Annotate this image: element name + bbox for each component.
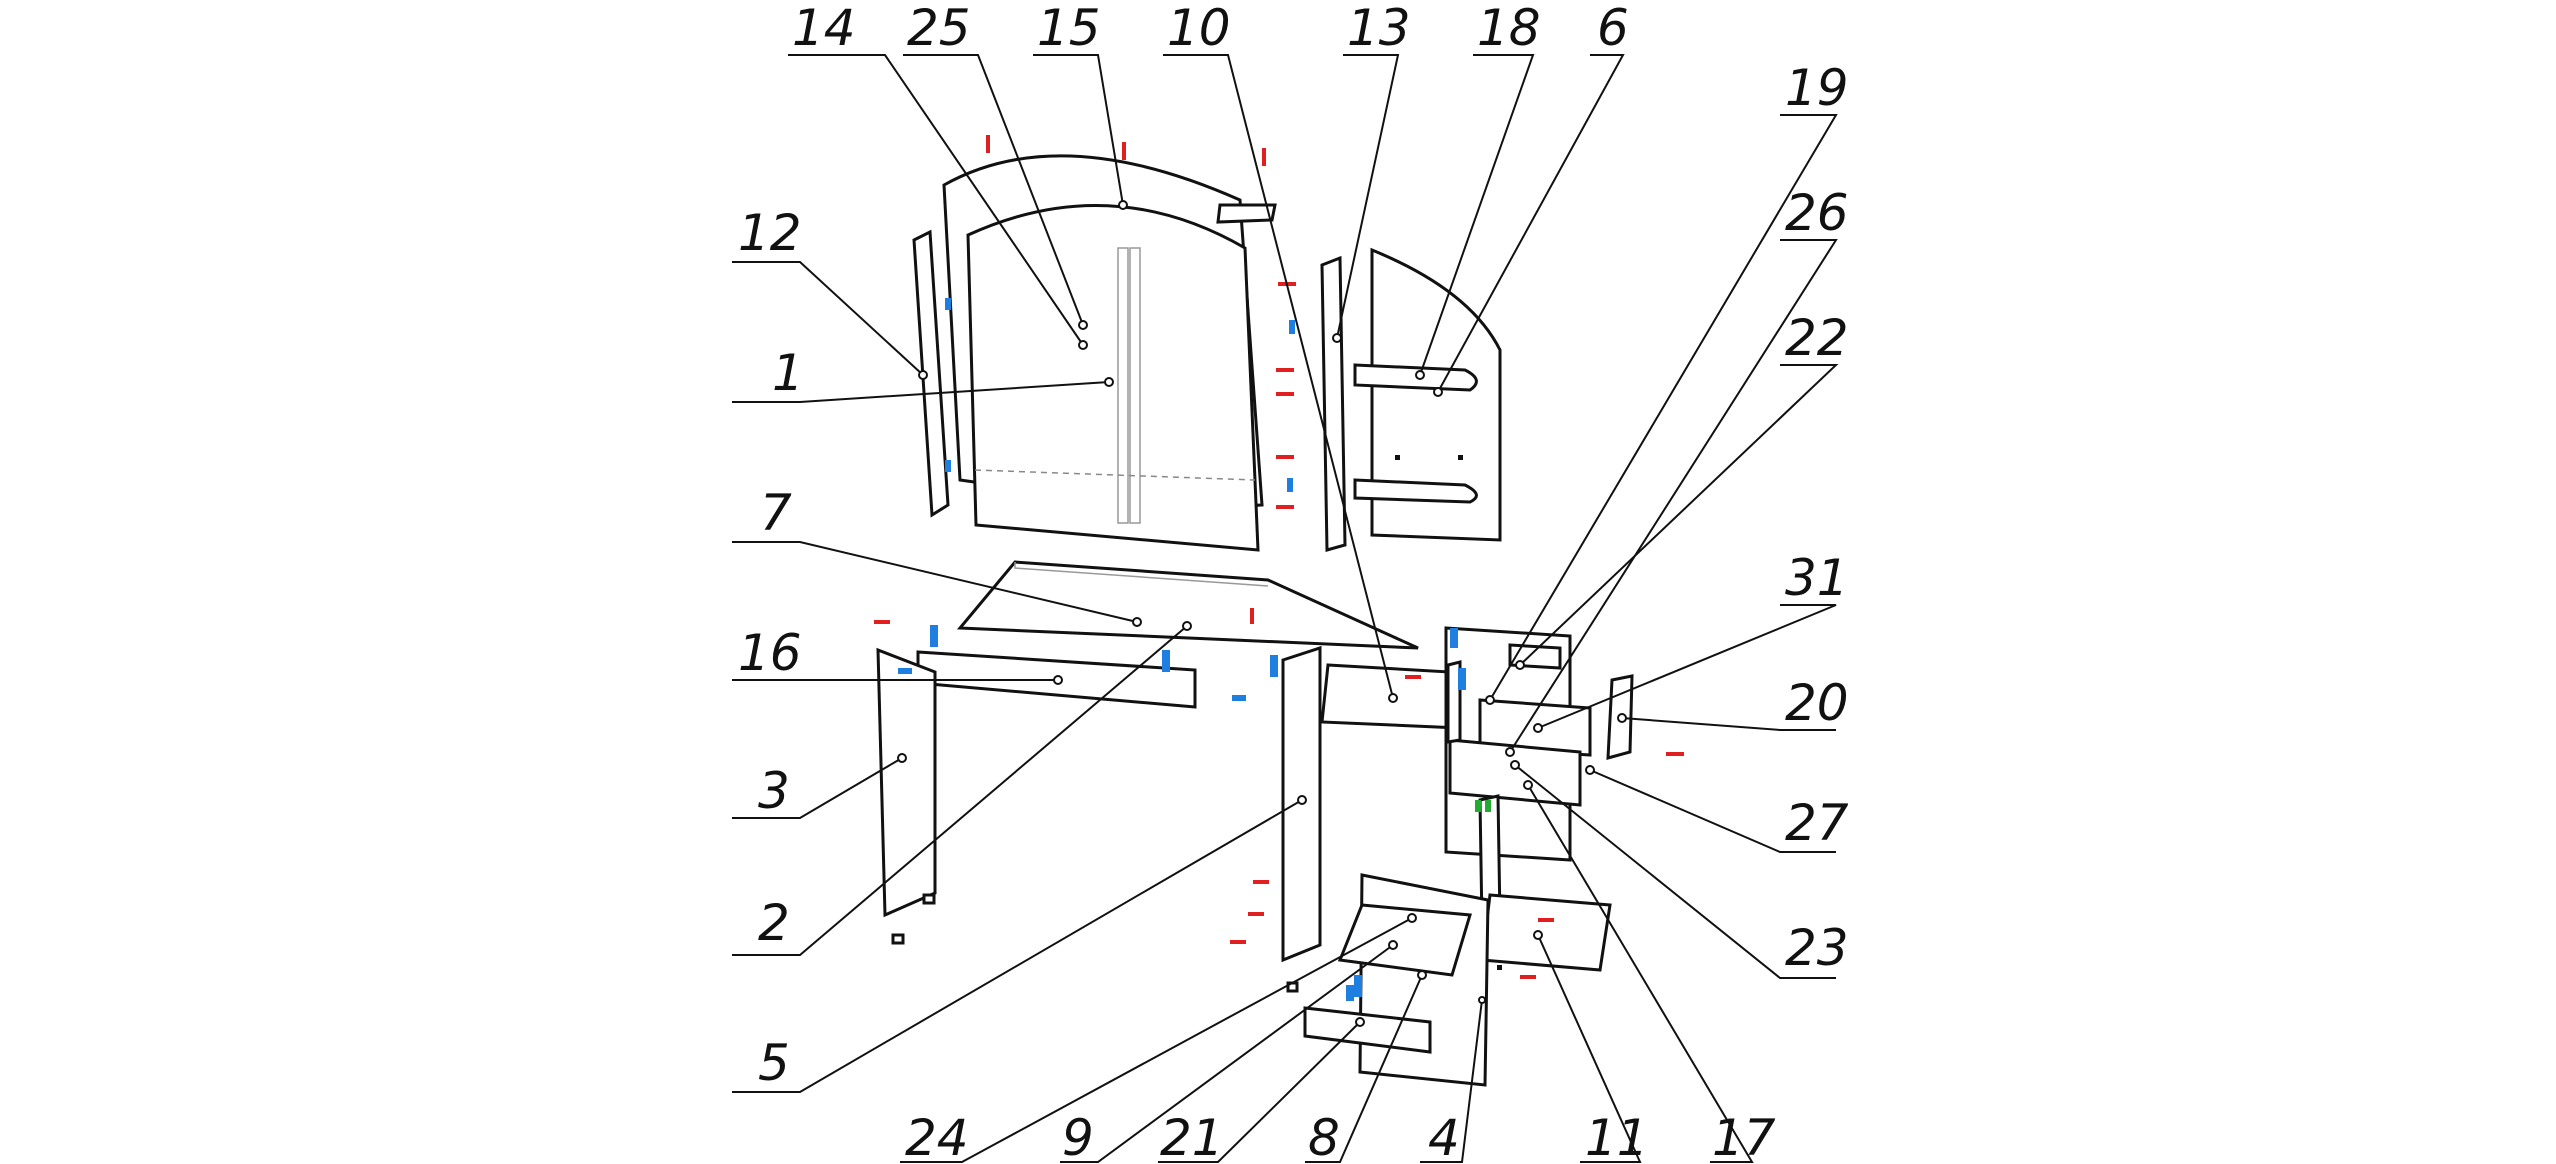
foot-pad-2 <box>891 933 905 945</box>
table-top <box>956 560 1419 650</box>
callout-14: 14 <box>792 0 856 57</box>
callout-25: 25 <box>907 0 971 57</box>
mirror-top-shelf <box>1216 203 1277 224</box>
callout-27: 27 <box>1785 794 1849 852</box>
callout-5: 5 <box>758 1034 790 1092</box>
left-side-post <box>912 229 950 518</box>
callout-13: 13 <box>1347 0 1411 57</box>
callout-22: 22 <box>1785 309 1849 367</box>
mirror-front <box>966 203 1260 552</box>
mirror-handle-bar-2 <box>1129 247 1141 524</box>
callout-20: 20 <box>1785 674 1849 732</box>
callout-26: 26 <box>1785 184 1849 242</box>
callout-24: 24 <box>905 1109 969 1164</box>
callout-6: 6 <box>1597 0 1629 57</box>
callout-9: 9 <box>1062 1109 1094 1164</box>
callout-2: 2 <box>758 894 790 952</box>
callout-7: 7 <box>760 484 792 542</box>
callout-3: 3 <box>758 762 790 820</box>
callout-1: 1 <box>772 344 804 402</box>
callout-11: 11 <box>1585 1109 1649 1164</box>
callout-31: 31 <box>1785 549 1849 607</box>
callout-8: 8 <box>1308 1109 1340 1164</box>
callout-12: 12 <box>738 204 802 262</box>
drawer-front <box>1448 738 1582 807</box>
callout-16: 16 <box>738 624 802 682</box>
callout-4: 4 <box>1428 1109 1460 1164</box>
mirror-handle-bar <box>1117 247 1129 524</box>
callout-21: 21 <box>1160 1109 1224 1164</box>
drawer-side <box>1446 660 1462 744</box>
lower-drawer-front <box>1303 1006 1432 1054</box>
callout-17: 17 <box>1712 1109 1776 1164</box>
right-side-post <box>1320 255 1347 552</box>
callout-23: 23 <box>1785 919 1849 977</box>
callout-19: 19 <box>1785 59 1849 117</box>
lower-shelf <box>1337 903 1472 977</box>
parts <box>876 154 1634 1087</box>
left-leg-panel <box>876 647 937 918</box>
bottom-shelf <box>1480 893 1612 972</box>
callout-15: 15 <box>1037 0 1101 57</box>
callouts: 14 25 15 10 13 18 6 19 26 <box>732 0 1849 1164</box>
foot-pad-1 <box>922 893 936 905</box>
upper-small-shelf <box>1353 363 1478 392</box>
callout-18: 18 <box>1477 0 1541 57</box>
lower-small-shelf <box>1353 478 1478 504</box>
callout-10: 10 <box>1167 0 1231 57</box>
